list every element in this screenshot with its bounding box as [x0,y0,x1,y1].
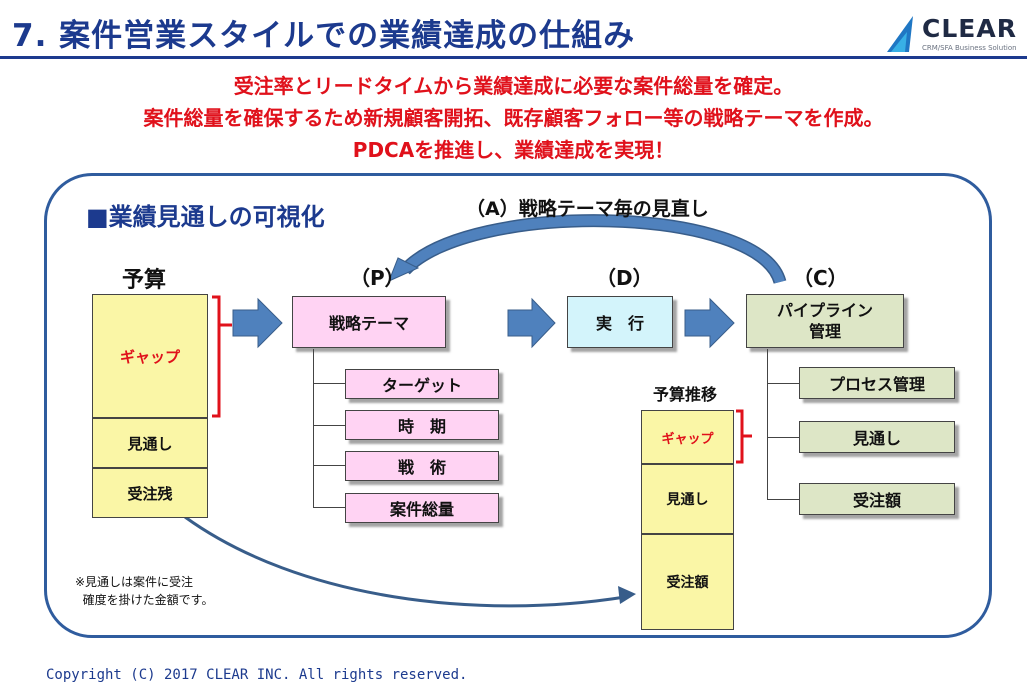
do-execute-text: 実 行 [595,314,644,333]
budget-trend-label: 予算推移 [653,385,718,404]
loop-arrow-check-to-plan-icon [388,214,787,285]
trend-gap-box: ギャップ [641,410,734,464]
trend-forecast-text: 見通し [666,492,709,508]
plan-item-timing: 時 期 [345,410,499,440]
check-item-process: プロセス管理 [799,367,955,399]
intro-line-3: PDCAを推進し、業績達成を実現！ [352,138,675,162]
plan-tree-branch [313,383,345,384]
intro-line-1: 受注率とリードタイムから業績達成に必要な案件総量を確定。 [233,74,794,98]
check-label: （C） [793,266,848,290]
logo-tagline: CRM/SFA Business Solution [922,44,1017,52]
check-item-text: プロセス管理 [828,375,925,394]
check-tree-branch [767,499,799,500]
do-label: （D） [596,266,653,290]
budget-gap-box: ギャップ [92,294,208,418]
trend-gap-text: ギャップ [661,431,714,447]
check-tree-branch [767,383,799,384]
check-pipeline-text: 管理 [808,322,841,341]
copyright: Copyright (C) 2017 CLEAR INC. All rights… [46,667,468,683]
budget-backlog-box: 受注残 [92,468,208,518]
plan-item-text: 戦 術 [397,458,446,477]
check-item-forecast: 見通し [799,421,955,453]
clear-logo-icon [887,16,913,52]
budget-gap-text: ギャップ [119,347,180,366]
budget-forecast-box: 見通し [92,418,208,468]
plan-item-tactics: 戦 術 [345,451,499,481]
check-item-text: 受注額 [852,491,901,510]
trend-forecast-box: 見通し [641,464,734,534]
footnote: ※見通しは案件に受注 確度を掛けた金額です。 [75,573,213,609]
check-pipeline-box: パイプライン 管理 [746,294,904,348]
plan-tree-line [313,349,314,507]
section-title: ■業績見通しの可視化 [86,203,325,231]
logo-name: CLEAR [922,14,1017,43]
budget-label: 予算 [122,268,167,293]
plan-tree-branch [313,507,345,508]
trend-orders-text: 受注額 [666,575,709,591]
intro-line-2: 案件総量を確保するため新規顧客開拓、既存顧客フォロー等の戦略テーマを作成。 [143,106,884,130]
arrow-plan-to-do-icon [507,297,556,349]
arrow-do-to-check-icon [684,297,735,349]
check-tree-branch [767,437,799,438]
arrow-backlog-to-orders-icon [184,515,636,608]
budget-gap-bracket-icon [212,295,232,418]
check-tree-line [767,349,768,499]
check-pipeline-text: パイプライン [776,301,873,320]
plan-label: （P） [350,266,405,290]
trend-orders-box: 受注額 [641,534,734,630]
plan-item-target: ターゲット [345,369,499,399]
footnote-line-2: 確度を掛けた金額です。 [82,593,214,607]
trend-gap-bracket-icon [736,409,752,464]
plan-tree-branch [313,465,345,466]
budget-backlog-text: 受注残 [127,484,173,503]
plan-item-text: 案件総量 [389,500,454,519]
budget-forecast-text: 見通し [127,434,173,453]
do-execute-box: 実 行 [567,296,673,348]
page-title: 7. 案件営業スタイルでの業績達成の仕組み [12,18,636,54]
plan-tree-branch [313,425,345,426]
check-item-text: 見通し [852,429,901,448]
plan-item-text: 時 期 [397,417,446,436]
plan-strategy-text: 戦略テーマ [328,314,409,333]
loop-label: （A）戦略テーマ毎の見直し [466,198,709,220]
arrow-budget-to-plan-icon [232,297,283,349]
plan-item-text: ターゲット [381,376,462,395]
plan-strategy-box: 戦略テーマ [292,296,446,348]
footnote-line-1: ※見通しは案件に受注 [75,575,194,589]
title-divider [0,56,1027,59]
plan-item-volume: 案件総量 [345,493,499,523]
check-item-orders: 受注額 [799,483,955,515]
